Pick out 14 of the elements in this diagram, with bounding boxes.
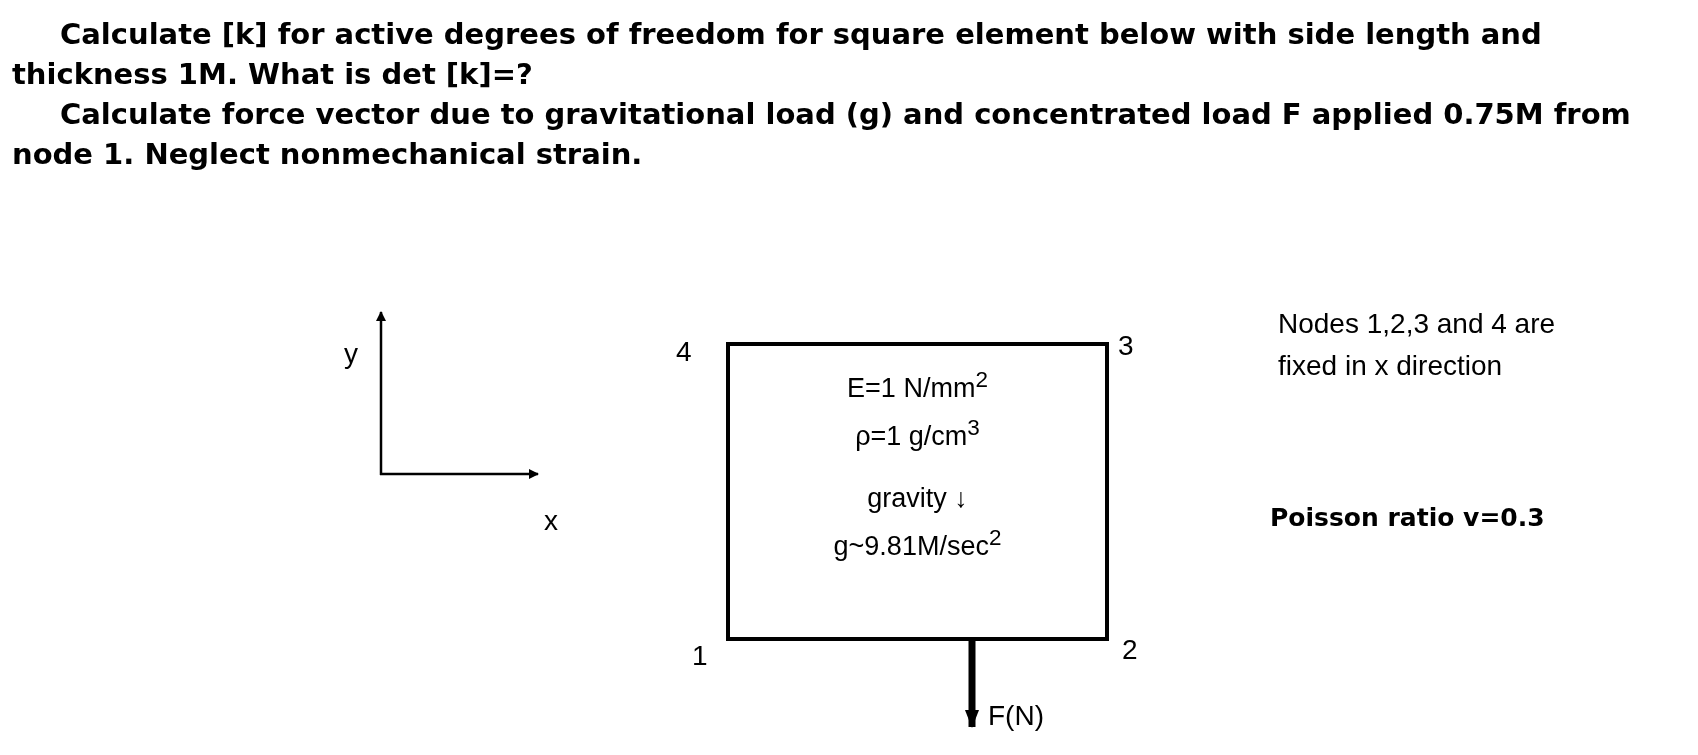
question-text: Calculate [k] for active degrees of freedom for square element below with side length and thickness 1M. What is det [k]=? — [12, 16, 1543, 93]
question-text: Calculate force vector due to gravitational load (g) and concentrated load F applied 0.75M from node 1. Neglect nonmechanical strain. — [12, 96, 1632, 173]
material-note: Poisson ratio v=0.3 — [1270, 503, 1545, 532]
property-text: E=1 N/mm$^{2}$ ρ=1 g/cm$^{3}$ — [846, 366, 989, 453]
axis-label: y — [344, 338, 358, 370]
node-number: 2 — [1122, 634, 1138, 666]
node-number: 1 — [692, 640, 708, 672]
axis-label: x — [544, 505, 558, 537]
node-number: 4 — [676, 336, 692, 368]
force-label: F(N) — [988, 700, 1044, 732]
boundary-note: Nodes 1,2,3 and 4 are fixed in x direction — [1278, 307, 1557, 383]
property-text: gravity ↓ g~9.81M/sec$^{2}$ — [832, 482, 1003, 563]
element-square — [726, 342, 1109, 641]
node-number: 3 — [1118, 330, 1134, 362]
